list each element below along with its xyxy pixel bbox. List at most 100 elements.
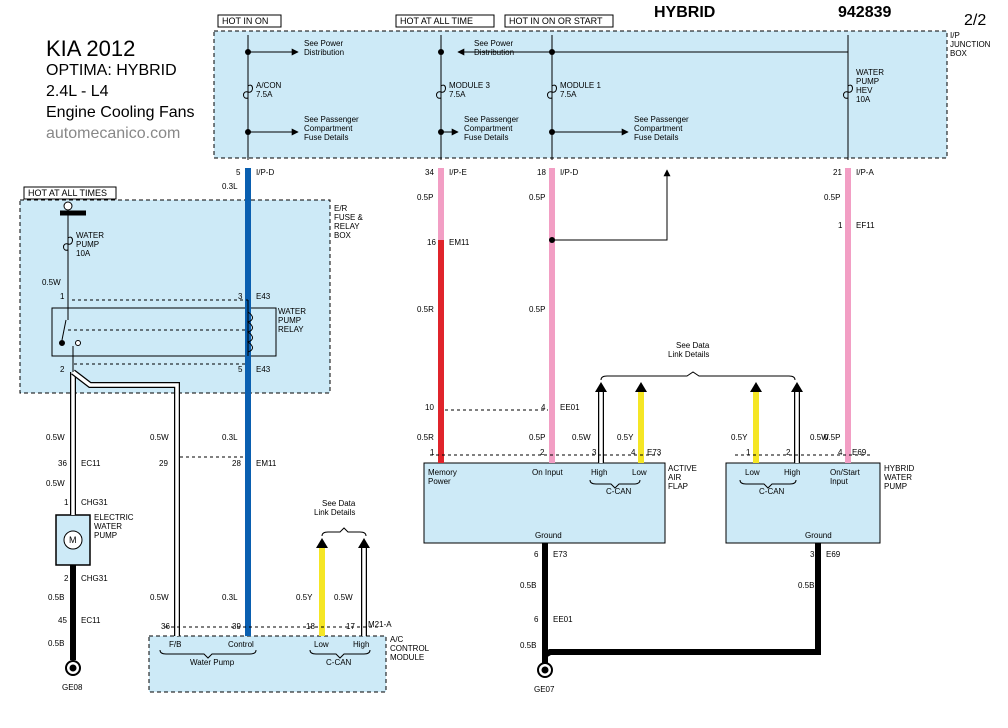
- tag-hot-on-start: HOT IN ON OR START: [509, 16, 603, 26]
- connectors-e43: E43: [256, 365, 271, 374]
- connector-labels: I/P-D I/P-E I/P-D I/P-A E43 E43 EM11 EM1…: [81, 168, 875, 629]
- notes-see_pass-2: Fuse Details: [304, 133, 348, 142]
- pins-p4: 4: [838, 448, 843, 457]
- fuses-acon-0: A/CON: [256, 81, 282, 90]
- relay-internals: [59, 311, 253, 372]
- wires-w05P: 0.5P: [529, 433, 545, 442]
- fuses-wp-2: 10A: [76, 249, 91, 258]
- pins-p4: 4: [541, 403, 546, 412]
- wires-w05B: 0.5B: [520, 581, 536, 590]
- connectors-em11: EM11: [449, 238, 470, 247]
- pins-p18: 18: [306, 622, 315, 631]
- notes-see_pass-0: See Passenger: [634, 115, 689, 124]
- pin_labels-ccan: C-CAN: [759, 487, 785, 496]
- connectors-e73: E73: [553, 550, 568, 559]
- pins-p1: 1: [64, 498, 69, 507]
- pin_labels-water_pump: Water Pump: [190, 658, 235, 667]
- pins-p16: 16: [427, 238, 436, 247]
- pins-p28: 28: [232, 459, 241, 468]
- connectors-chg31: CHG31: [81, 574, 108, 583]
- pin_labels-low: Low: [314, 640, 329, 649]
- boxes-er_fuse-2: RELAY: [334, 222, 360, 231]
- boxes-relay-2: RELAY: [278, 325, 304, 334]
- boxes-ip_junction-2: BOX: [950, 49, 968, 58]
- wires-w03L: 0.3L: [222, 182, 238, 191]
- title-site: automecanico.com: [46, 125, 181, 142]
- pin_labels-low: Low: [632, 468, 647, 477]
- notes-see_dl-0: See Data: [322, 499, 356, 508]
- fuses-wphev-0: WATER: [856, 68, 884, 77]
- pin_labels-on_input: On Input: [532, 468, 563, 477]
- title-make: KIA 2012: [46, 36, 136, 61]
- wires-w03L: 0.3L: [222, 433, 238, 442]
- notes-see_dl-1: Link Details: [668, 350, 709, 359]
- pins-p45: 45: [58, 616, 67, 625]
- pins-p3: 3: [592, 448, 597, 457]
- pins-p1: 1: [430, 448, 435, 457]
- wires-w05P: 0.5P: [824, 433, 840, 442]
- junction-dots: [245, 49, 555, 243]
- boxes-ip_junction-1: JUNCTION: [950, 40, 991, 49]
- motor-symbol: [63, 530, 83, 550]
- wires-w05W: 0.5W: [42, 278, 61, 287]
- fuses-wphev-3: 10A: [856, 95, 871, 104]
- boxes-acm-0: A/C: [390, 635, 404, 644]
- active-air-flap-box: [423, 462, 666, 544]
- ground-symbols: [65, 660, 553, 678]
- header-code: 942839: [838, 4, 892, 21]
- wires-w05W: 0.5W: [46, 433, 65, 442]
- power-tags: HOT IN ON HOT AT ALL TIME HOT IN ON OR S…: [23, 14, 614, 200]
- pins-p2: 2: [540, 448, 545, 457]
- data-link-braces: [159, 371, 797, 659]
- pins-p34: 34: [425, 168, 434, 177]
- connectors-ee01: EE01: [560, 403, 580, 412]
- pins-p10: 10: [425, 403, 434, 412]
- pin-numbers: 5 34 18 21 16 1 1 3 2 5 10 4 1 2 3 4 1 2…: [58, 168, 843, 631]
- connectors-ec11: EC11: [81, 616, 101, 625]
- connectors-em11: EM11: [256, 459, 277, 468]
- wires-w05W: 0.5W: [150, 433, 169, 442]
- pin_labels-fb: F/B: [169, 640, 181, 649]
- internal-lines: [60, 35, 870, 628]
- fuses-wp-0: WATER: [76, 231, 104, 240]
- connectors-ipd: I/P-D: [560, 168, 578, 177]
- connectors-e73: E73: [647, 448, 662, 457]
- pins-p4: 4: [631, 448, 636, 457]
- title-model: OPTIMA: HYBRID: [46, 62, 177, 79]
- pins-p3: 3: [238, 292, 243, 301]
- pins-p6: 6: [534, 615, 539, 624]
- wires-w05W: 0.5W: [150, 593, 169, 602]
- connectors-ef11: EF11: [856, 221, 875, 230]
- boxes-aflap-0: ACTIVE: [668, 464, 697, 473]
- connectors-e69: E69: [826, 550, 841, 559]
- connectors-ec11: EC11: [81, 459, 101, 468]
- boxes-ip_junction-0: I/P: [950, 31, 960, 40]
- wires-w05W: 0.5W: [572, 433, 591, 442]
- hybrid-water-pump-box: [725, 462, 881, 544]
- notes-see_pass-2: Fuse Details: [634, 133, 678, 142]
- fuse-symbols: [63, 84, 853, 251]
- pin_labels-high: High: [591, 468, 607, 477]
- pins-p21: 21: [833, 168, 842, 177]
- pins-p1: 1: [746, 448, 751, 457]
- boxes-acm-2: MODULE: [390, 653, 424, 662]
- pins-p1: 1: [838, 221, 843, 230]
- pin_labels-ground: Ground: [535, 531, 562, 540]
- fuses-wphev-2: HEV: [856, 86, 873, 95]
- pins-p5: 5: [238, 365, 243, 374]
- tag-hot-all-times: HOT AT ALL TIMES: [28, 188, 107, 198]
- pins-p2: 2: [60, 365, 65, 374]
- wires-w05P: 0.5P: [529, 305, 545, 314]
- pins-p17: 17: [346, 622, 355, 631]
- grounds-ge07: GE07: [534, 685, 555, 694]
- wires-w05B: 0.5B: [48, 593, 64, 602]
- boxes-pump_elec-1: WATER: [94, 522, 122, 531]
- notes-see_dl-0: See Data: [676, 341, 710, 350]
- wires-w05P: 0.5P: [824, 193, 840, 202]
- pins-p36: 36: [161, 622, 170, 631]
- wires-w03L: 0.3L: [222, 593, 238, 602]
- connectors-ipd: I/P-D: [256, 168, 274, 177]
